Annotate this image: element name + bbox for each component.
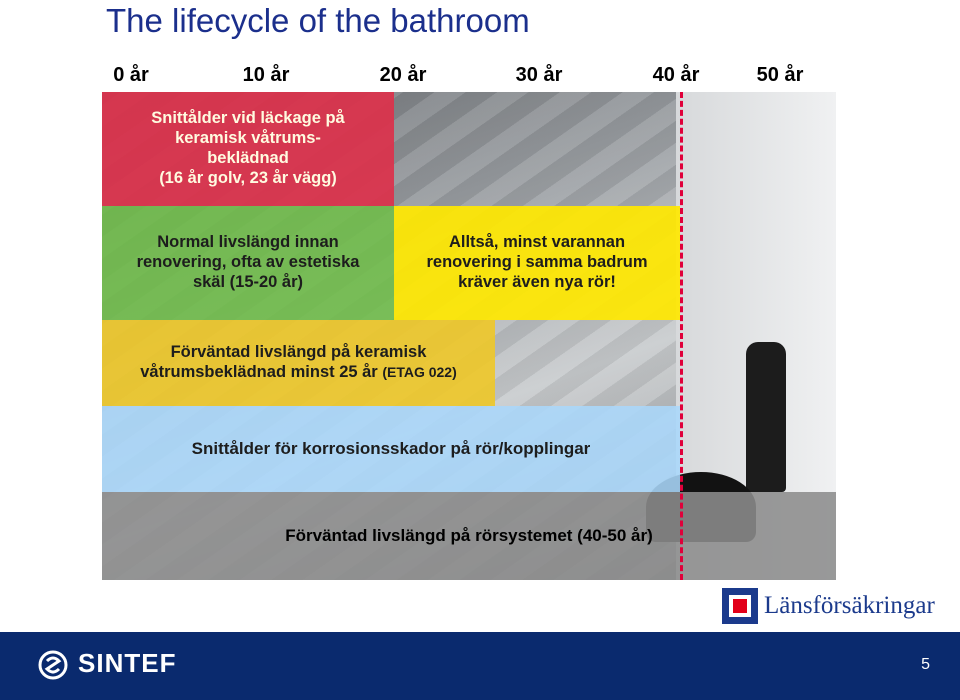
pipe-lifespan-box: Förväntad livslängd på rörsystemet (40-5… — [102, 492, 836, 580]
ceramic-lifespan-box: Förväntad livslängd på keramisk våtrumsb… — [102, 320, 495, 406]
ceramic-lifespan-line: våtrumsbeklädnad minst 25 år (ETAG 022) — [140, 363, 457, 383]
tick-label: 20 år — [379, 64, 427, 86]
ceramic-lifespan-text: våtrumsbeklädnad minst 25 år — [140, 363, 378, 381]
normal-lifespan-line: Normal livslängd innan — [157, 233, 339, 252]
lansforsakringar-logo: Länsförsäkringar — [722, 588, 942, 632]
tick-label: 30 år — [515, 64, 563, 86]
ceramic-lifespan-line: Förväntad livslängd på keramisk — [170, 343, 427, 362]
leak-age-line: beklädnad — [207, 149, 289, 167]
sintef-mark-icon — [38, 650, 68, 680]
leak-age-line: keramisk våtrums- — [175, 129, 321, 148]
etag-reference: (ETAG 022) — [382, 364, 457, 380]
normal-lifespan-box: Normal livslängd innan renovering, ofta … — [102, 206, 394, 320]
pipe-lifespan-text: Förväntad livslängd på rörsystemet (40-5… — [285, 525, 653, 545]
tick-label: 40 år — [652, 64, 700, 86]
leak-age-box: Snittålder vid läckage på keramisk våtru… — [102, 92, 394, 206]
sintef-logo-text: SINTEF — [78, 648, 177, 678]
lansforsakringar-mark-icon — [722, 588, 758, 624]
tick-label: 0 år — [113, 64, 149, 86]
leak-age-line: (16 år golv, 23 år vägg) — [159, 168, 337, 187]
tick-label: 10 år — [242, 64, 290, 86]
normal-lifespan-line: renovering, ofta av estetiska — [136, 253, 360, 272]
normal-lifespan-line: skäl (15-20 år) — [192, 272, 304, 291]
lansforsakringar-name: Länsförsäkringar — [764, 592, 935, 619]
renovation-note-line: Alltså, minst varannan — [448, 233, 626, 252]
page-number: 5 — [921, 656, 930, 673]
footer-bar: SINTEF 5 — [0, 632, 960, 700]
renovation-note-line: renovering i samma badrum — [426, 253, 648, 272]
timeline-axis: 0 år 10 år 20 år 30 år 40 år 50 år — [0, 64, 960, 92]
forty-year-marker-line — [680, 92, 683, 580]
renovation-note-box: Alltså, minst varannan renovering i samm… — [394, 206, 680, 320]
renovation-note-line: kräver även nya rör! — [458, 272, 616, 291]
tick-label: 50 år — [756, 64, 804, 86]
photo-robe — [746, 342, 786, 492]
slide-title: The lifecycle of the bathroom — [106, 2, 530, 39]
corrosion-age-text: Snittålder för korrosionsskador på rör/k… — [191, 438, 591, 458]
corrosion-age-box: Snittålder för korrosionsskador på rör/k… — [102, 406, 680, 492]
leak-age-line: Snittålder vid läckage på — [151, 109, 345, 128]
